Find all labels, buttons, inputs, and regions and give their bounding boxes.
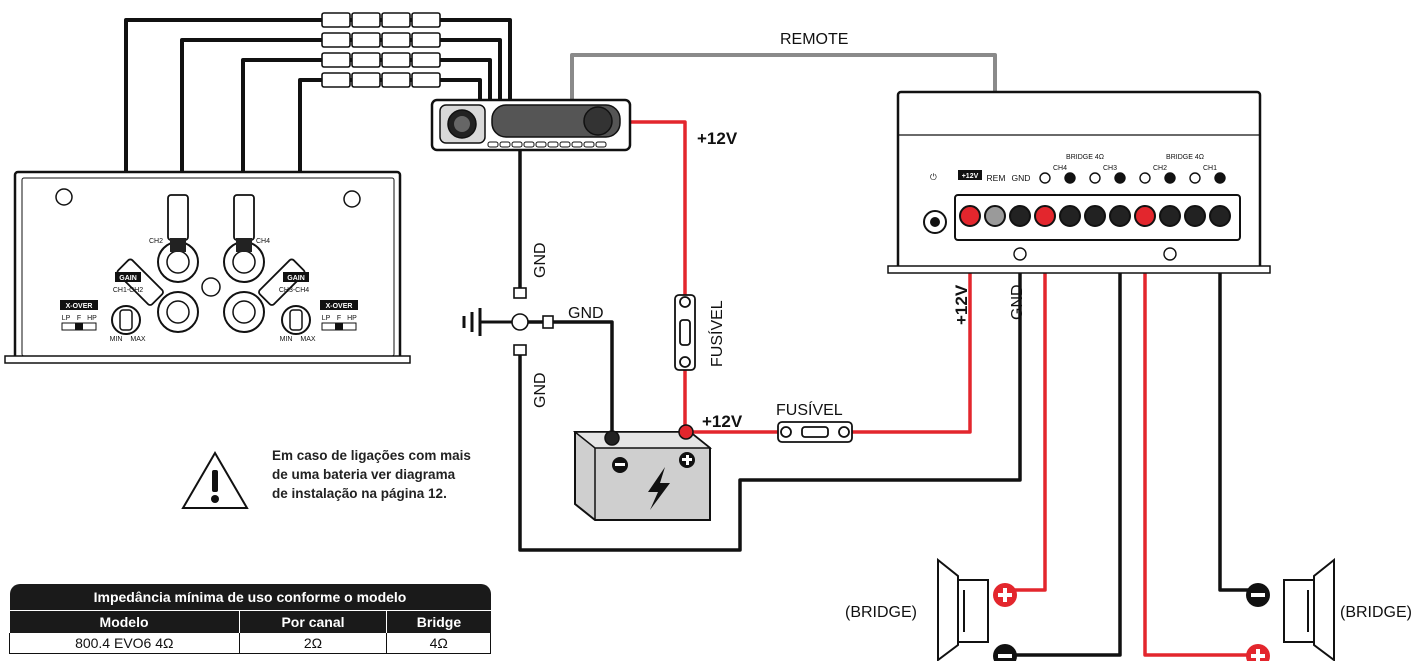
xover-left-label: X-OVER — [66, 303, 93, 310]
warning-message: Em caso de ligações com mais de uma bate… — [272, 446, 532, 503]
ground-junction — [511, 287, 554, 356]
f-left: F — [77, 315, 81, 322]
ch3-ch4-label: CH3-CH4 — [279, 287, 309, 294]
warning-line-2: de uma bateria ver diagrama — [272, 467, 456, 482]
speaker-right-pos-wire — [1143, 213, 1254, 657]
f-right: F — [337, 315, 341, 322]
lp-left: LP — [62, 315, 71, 322]
terminal-gnd-label: GND — [1012, 173, 1031, 183]
lightning-icon — [648, 467, 670, 510]
head-unit — [430, 98, 632, 152]
right-amplifier: ⏻ +12V REM GND BRIDGE 4Ω BRIDGE 4Ω CH4 C… — [887, 90, 1271, 274]
min-left-label: MIN — [110, 336, 123, 343]
terminal-ch3-label: CH3 — [1103, 165, 1117, 172]
max-right-label: MAX — [300, 336, 316, 343]
gnd-label-junction: GND — [568, 305, 604, 322]
minus-icon — [993, 644, 1017, 661]
fuse-label-vertical: FUSÍVEL — [707, 300, 726, 367]
battery — [572, 424, 713, 521]
terminal-ch2-label: CH2 — [1153, 165, 1167, 172]
left-amplifier: GAIN GAIN CH1-CH2 CH3-CH4 CH2 CH4 MIN MA… — [4, 170, 411, 364]
bridge-label-b: BRIDGE 4Ω — [1166, 154, 1204, 161]
speaker-left — [937, 557, 989, 661]
table-cell-bridge: 4Ω — [386, 633, 491, 654]
xover-right-label: X-OVER — [326, 303, 353, 310]
bridge-left-label: (BRIDGE) — [845, 604, 917, 621]
table-header-modelo: Modelo — [9, 610, 240, 633]
gnd-label-amp: GND — [1009, 284, 1026, 320]
remote-label: REMOTE — [780, 31, 848, 48]
headunit-power-wire — [626, 120, 687, 302]
table-cell-por-canal: 2Ω — [238, 633, 387, 654]
terminal-ch4-label: CH4 — [1053, 165, 1067, 172]
hp-right: HP — [347, 315, 357, 322]
battery-12v-label: +12V — [702, 412, 743, 431]
speaker-left-terminals — [993, 583, 1017, 661]
terminal-block — [959, 205, 1231, 227]
speaker-right-neg-wire — [1218, 213, 1254, 592]
gain-right-label: GAIN — [287, 275, 305, 282]
amp-12v-label: +12V — [952, 284, 971, 325]
terminal-ch1-label: CH1 — [1203, 165, 1217, 172]
table-caption: Impedância mínima de uso conforme o mode… — [9, 584, 491, 611]
max-left-label: MAX — [130, 336, 146, 343]
terminal-12v-label: +12V — [962, 173, 979, 180]
warning-line-3: de instalação na página 12. — [272, 486, 447, 501]
speaker-right — [1283, 557, 1335, 661]
lp-right: LP — [322, 315, 331, 322]
ch2-label: CH2 — [149, 238, 163, 245]
speaker-left-pos-wire — [1010, 213, 1047, 592]
gnd-label-lower: GND — [532, 372, 549, 408]
rca-cable-1 — [124, 18, 512, 260]
speaker-right-terminals — [1246, 583, 1270, 661]
table-row: 800.4 EVO6 4Ω 2Ω 4Ω — [9, 633, 491, 654]
hp-left: HP — [87, 315, 97, 322]
lower-ground-wire — [518, 213, 1022, 552]
table-header-bridge: Bridge — [386, 610, 491, 633]
fuse-vertical — [674, 294, 696, 371]
warning-icon — [181, 451, 249, 509]
terminal-polarity-marks — [1039, 172, 1226, 184]
rca-connectors — [321, 12, 441, 88]
gain-left-label: GAIN — [119, 275, 137, 282]
ch4-label: CH4 — [256, 238, 270, 245]
amp-power-wire-2 — [848, 213, 972, 434]
terminal-rem-label: REM — [987, 173, 1006, 183]
fuse-label-horizontal: FUSÍVEL — [776, 400, 843, 419]
power-icon: ⏻ — [930, 172, 937, 182]
bridge-right-label: (BRIDGE) — [1340, 604, 1412, 621]
table-cell-modelo: 800.4 EVO6 4Ω — [9, 633, 240, 654]
ch1-ch2-label: CH1-CH2 — [113, 287, 143, 294]
bridge-label-a: BRIDGE 4Ω — [1066, 154, 1104, 161]
impedance-table: Impedância mínima de uso conforme o mode… — [9, 584, 491, 654]
warning-line-1: Em caso de ligações com mais — [272, 448, 471, 463]
speaker-left-neg-wire — [1010, 213, 1122, 657]
fuse-horizontal — [777, 421, 853, 443]
gnd-label-headunit: GND — [532, 242, 549, 278]
min-right-label: MIN — [280, 336, 293, 343]
table-header-por-canal: Por canal — [238, 610, 387, 633]
headunit-12v-label: +12V — [697, 129, 738, 148]
